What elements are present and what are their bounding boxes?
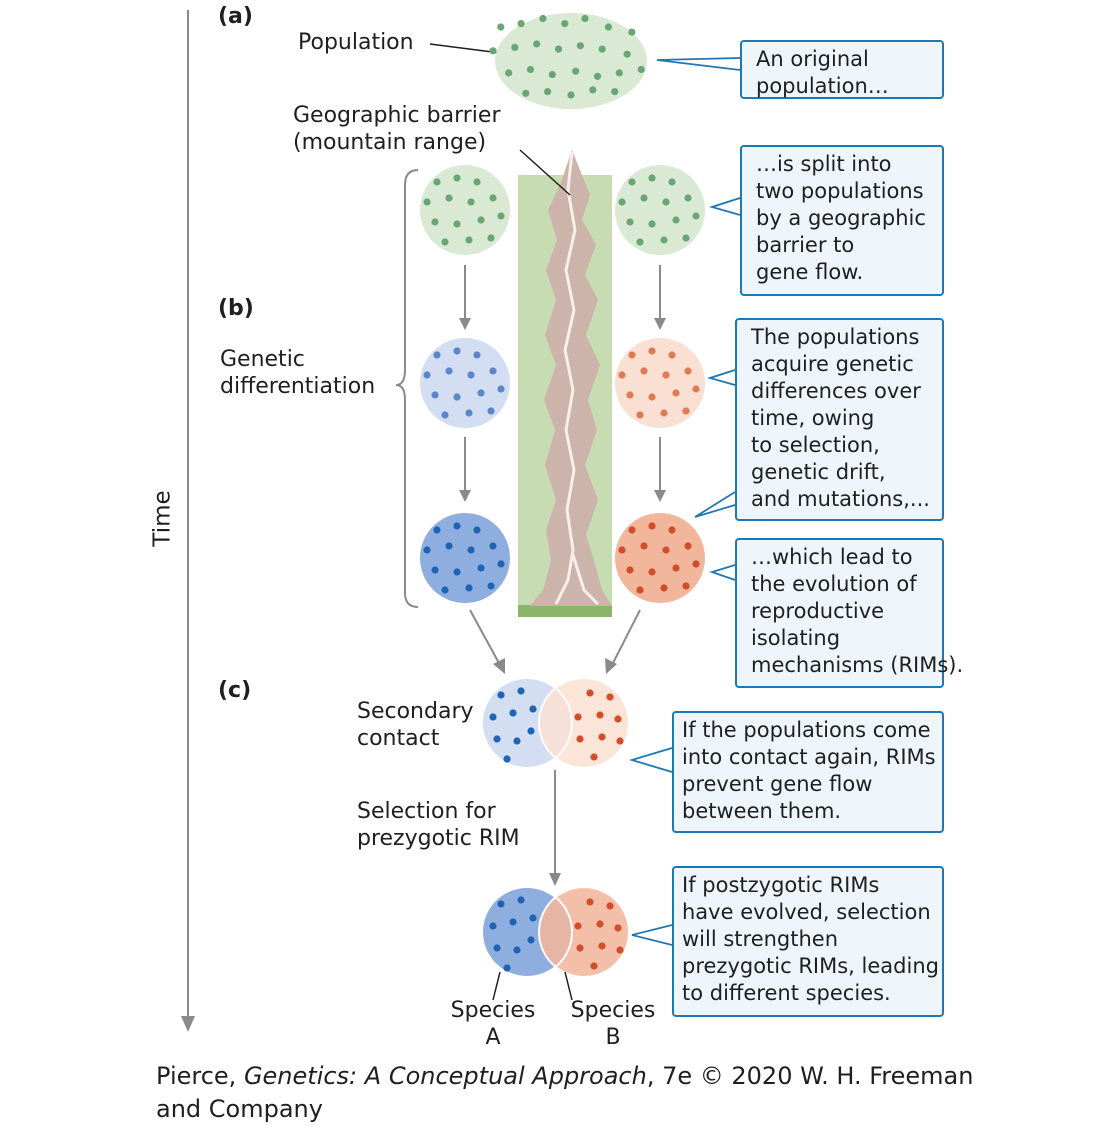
callout-split-line: …is split into [756,152,892,176]
species-a-label-line2: A [485,1025,501,1050]
left-population-diverged [420,513,510,603]
species-b-label-line2: B [605,1025,621,1050]
genetic-label-line2: differentiation [220,374,376,399]
callout-acquire-line: genetic drift, [751,460,886,484]
callout-postzygotic-line: will strengthen [682,927,839,951]
callout-rims-line: isolating [751,626,841,650]
selection-label-line2: prezygotic RIM [357,826,520,851]
secondary-label-line1: Secondary [357,699,474,724]
callout-acquire-line: to selection, [751,433,880,457]
time-axis-arrowhead [181,1016,195,1032]
callout-acquire-line: differences over [751,379,921,403]
right-population-diverged [615,513,705,603]
population-label: Population [298,30,414,55]
callout-contact-line: prevent gene flow [682,772,873,796]
callout-rims: …which lead to the evolution of reproduc… [735,538,964,688]
callout-contact-line: between them. [682,799,842,823]
callout-rims-line: the evolution of [751,572,917,596]
callout-split: …is split into two populations by a geog… [740,145,944,296]
populations [420,13,705,978]
barrier-leader-line [519,149,571,196]
credit-prefix: Pierce, [156,1062,244,1090]
callout-postzygotic-line: to different species. [682,981,891,1005]
original-population [489,13,647,109]
callout-original-line: An original [756,47,869,71]
callout-contact-line: If the populations come [682,718,931,742]
barrier-label-line2: (mountain range) [293,130,487,155]
left-population-initial [420,165,510,255]
callout-split-line: gene flow. [756,260,864,284]
callout-split-line: two populations [756,179,924,203]
callout-acquire-line: acquire genetic [751,352,914,376]
geographic-barrier [518,150,612,617]
callout-split-line: barrier to [756,233,855,257]
callout-postzygotic-line: have evolved, selection [682,900,931,924]
time-axis-label: Time [149,490,176,547]
selection-label-line1: Selection for [357,799,496,824]
callout-rims-line: mechanisms (RIMs). [751,653,964,677]
callout-split-line: by a geographic [756,206,926,230]
left-population-diverging [420,338,510,428]
flow-arrows [459,265,666,886]
genetic-label-line1: Genetic [220,347,305,372]
callout-postzygotic-line: prezygotic RIMs, leading [682,954,939,978]
callout-contact-line: into contact again, RIMs [682,745,936,769]
callout-original-population: An original population… [740,40,944,99]
species-a-pointer [492,971,501,1001]
callout-acquire-line: The populations [751,325,920,349]
panel-label-c: (c) [218,678,252,703]
callout-postzygotic: If postzygotic RIMs have evolved, select… [672,866,944,1017]
right-population-initial [615,165,705,255]
credit-title: Genetics: A Conceptual Approach [243,1062,647,1090]
credit-suffix: , 7e © 2020 W. H. Freeman [646,1062,974,1090]
right-population-diverging [615,338,705,428]
secondary-contact-populations [481,677,630,769]
credit-line: Pierce, Genetics: A Conceptual Approach,… [156,1060,973,1126]
callout-secondary-contact: If the populations come into contact aga… [672,711,944,833]
callout-acquire-line: time, owing [751,406,875,430]
genetic-differentiation-bracket [395,169,419,608]
callout-acquire-differences: The populations acquire genetic differen… [735,318,944,521]
callout-acquire-line: and mutations,... [751,487,930,511]
species-a-label-line1: Species [450,998,536,1023]
credit-line2: and Company [156,1095,323,1123]
panel-label-b: (b) [218,296,254,321]
callout-postzygotic-line: If postzygotic RIMs [682,873,880,897]
callout-original-line: population… [756,74,889,98]
species-b-label-line1: Species [570,998,656,1023]
species-b-pointer [564,971,573,1001]
callout-rims-line: …which lead to [751,545,913,569]
secondary-label-line2: contact [357,726,440,751]
species-populations [481,886,630,978]
panel-label-a: (a) [218,4,253,29]
barrier-label-line1: Geographic barrier [293,103,501,128]
callout-connectors [628,57,741,946]
callout-rims-line: reproductive [751,599,885,623]
